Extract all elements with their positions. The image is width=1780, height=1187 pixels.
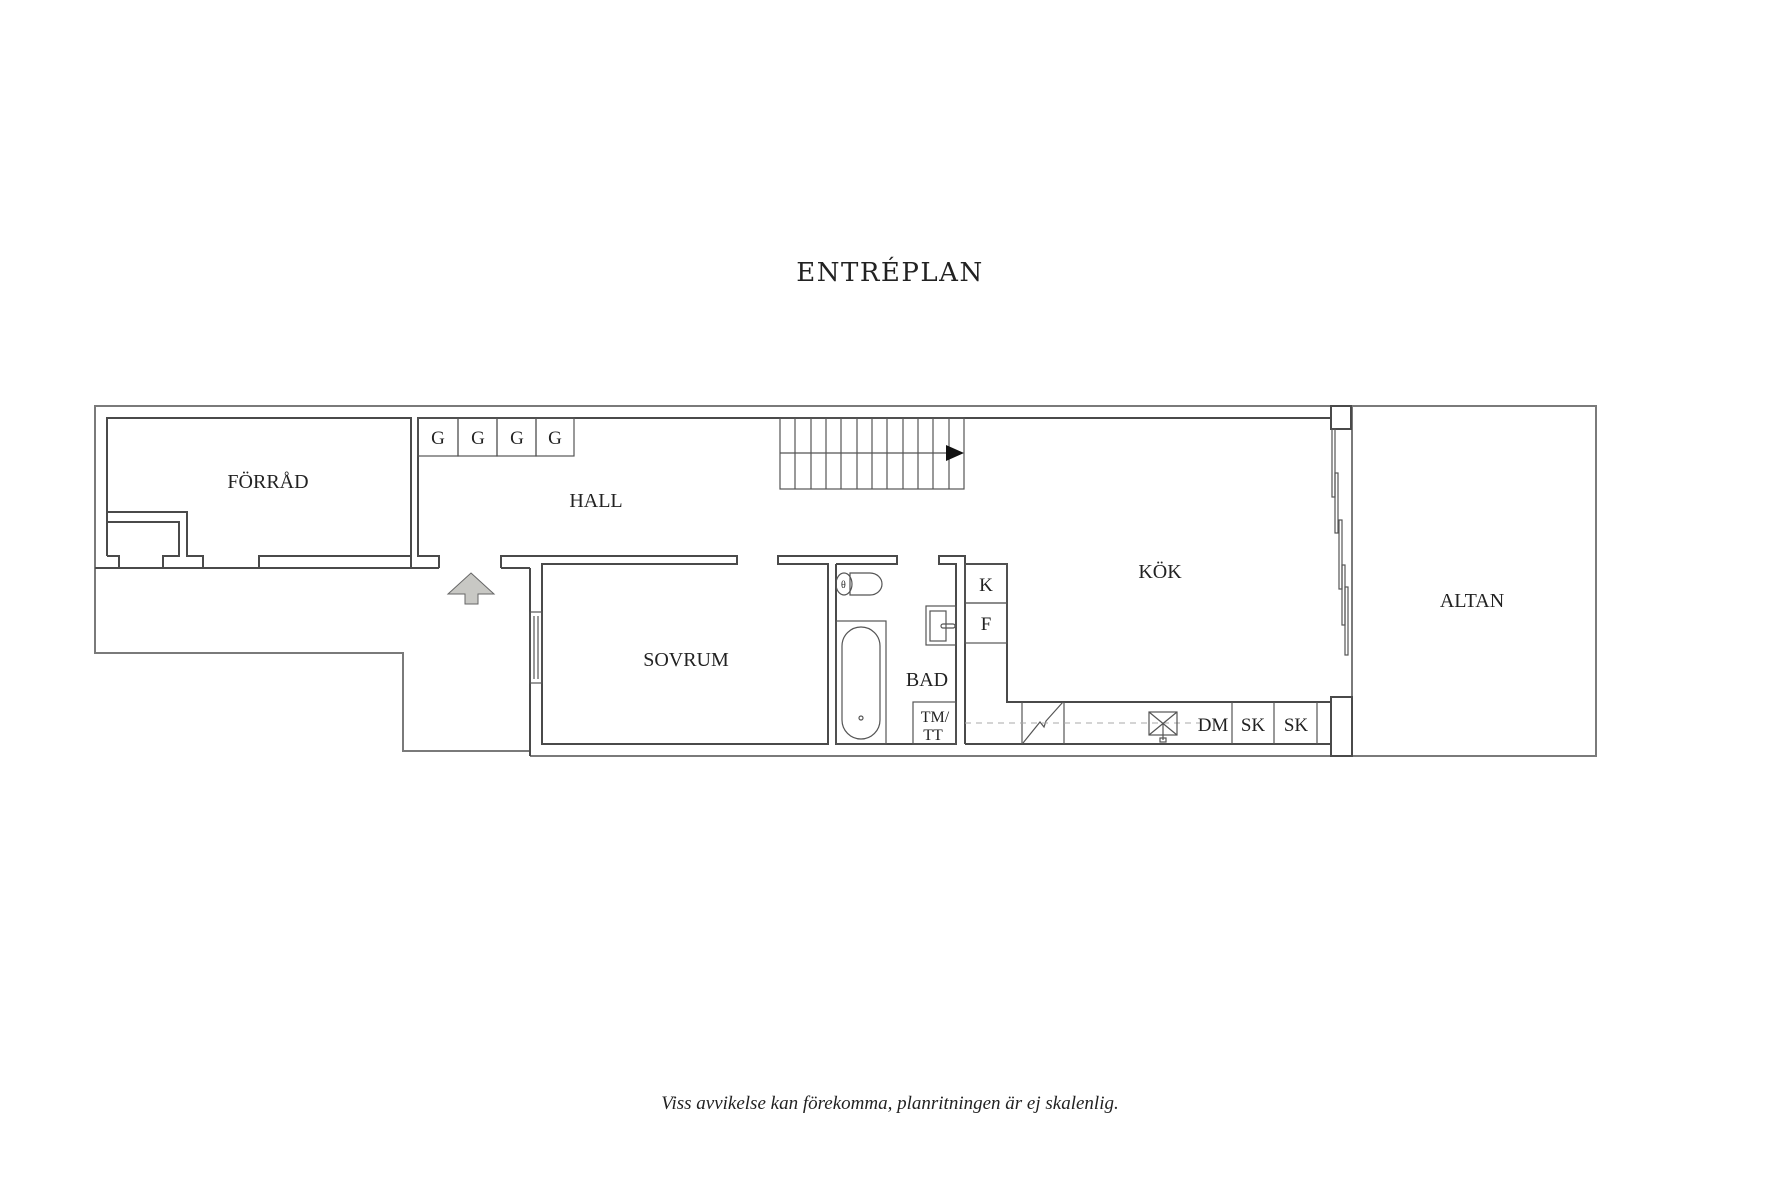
- room-label-altan: ALTAN: [1440, 590, 1504, 612]
- svg-text:θ: θ: [841, 580, 846, 591]
- wardrobe-row: [417, 417, 575, 457]
- room-label-hall: HALL: [569, 490, 622, 512]
- plan-title: ENTRÉPLAN: [796, 258, 984, 288]
- wardrobe-label: G: [471, 428, 485, 449]
- staircase: [779, 417, 965, 490]
- laundry-box: [912, 701, 957, 745]
- sink-icon: [925, 605, 957, 646]
- stairs-arrow-icon: [946, 445, 964, 461]
- bathtub-frame: [835, 620, 887, 745]
- wardrobe-label: G: [510, 428, 524, 449]
- freezer-column-label: F: [981, 614, 992, 635]
- fridge-column-label: K: [979, 575, 993, 596]
- window-icon: [529, 611, 543, 684]
- room-label-sovrum: SOVRUM: [643, 649, 729, 671]
- stove-hood-icon: [1148, 711, 1178, 743]
- room-label-forrad: FÖRRÅD: [227, 470, 308, 493]
- room-label-kok: KÖK: [1138, 560, 1182, 583]
- bad-room: θ: [835, 555, 966, 745]
- cabinet-label: SK: [1284, 715, 1309, 736]
- dishwasher-label: DM: [1198, 715, 1229, 736]
- room-label-bad: BAD: [906, 669, 948, 691]
- break-line-icon: [1022, 701, 1064, 744]
- kok-room: [964, 405, 1353, 757]
- washing-machine-label: TM/: [921, 709, 950, 726]
- toilet-icon: θ: [835, 572, 883, 596]
- wardrobe-label: G: [548, 428, 562, 449]
- disclaimer-note: Viss avvikelse kan förekomma, planritnin…: [661, 1093, 1119, 1114]
- bathtub-icon: [841, 626, 881, 740]
- wardrobe-label: G: [431, 428, 445, 449]
- sliding-door-panels: [1331, 428, 1349, 656]
- entrance-arrow-icon: [446, 572, 496, 605]
- altan-outline: [1351, 405, 1597, 757]
- dryer-label: TT: [923, 727, 943, 744]
- hall-room: [417, 417, 1331, 756]
- cabinet-label: SK: [1241, 715, 1266, 736]
- forrad-room: [95, 417, 439, 569]
